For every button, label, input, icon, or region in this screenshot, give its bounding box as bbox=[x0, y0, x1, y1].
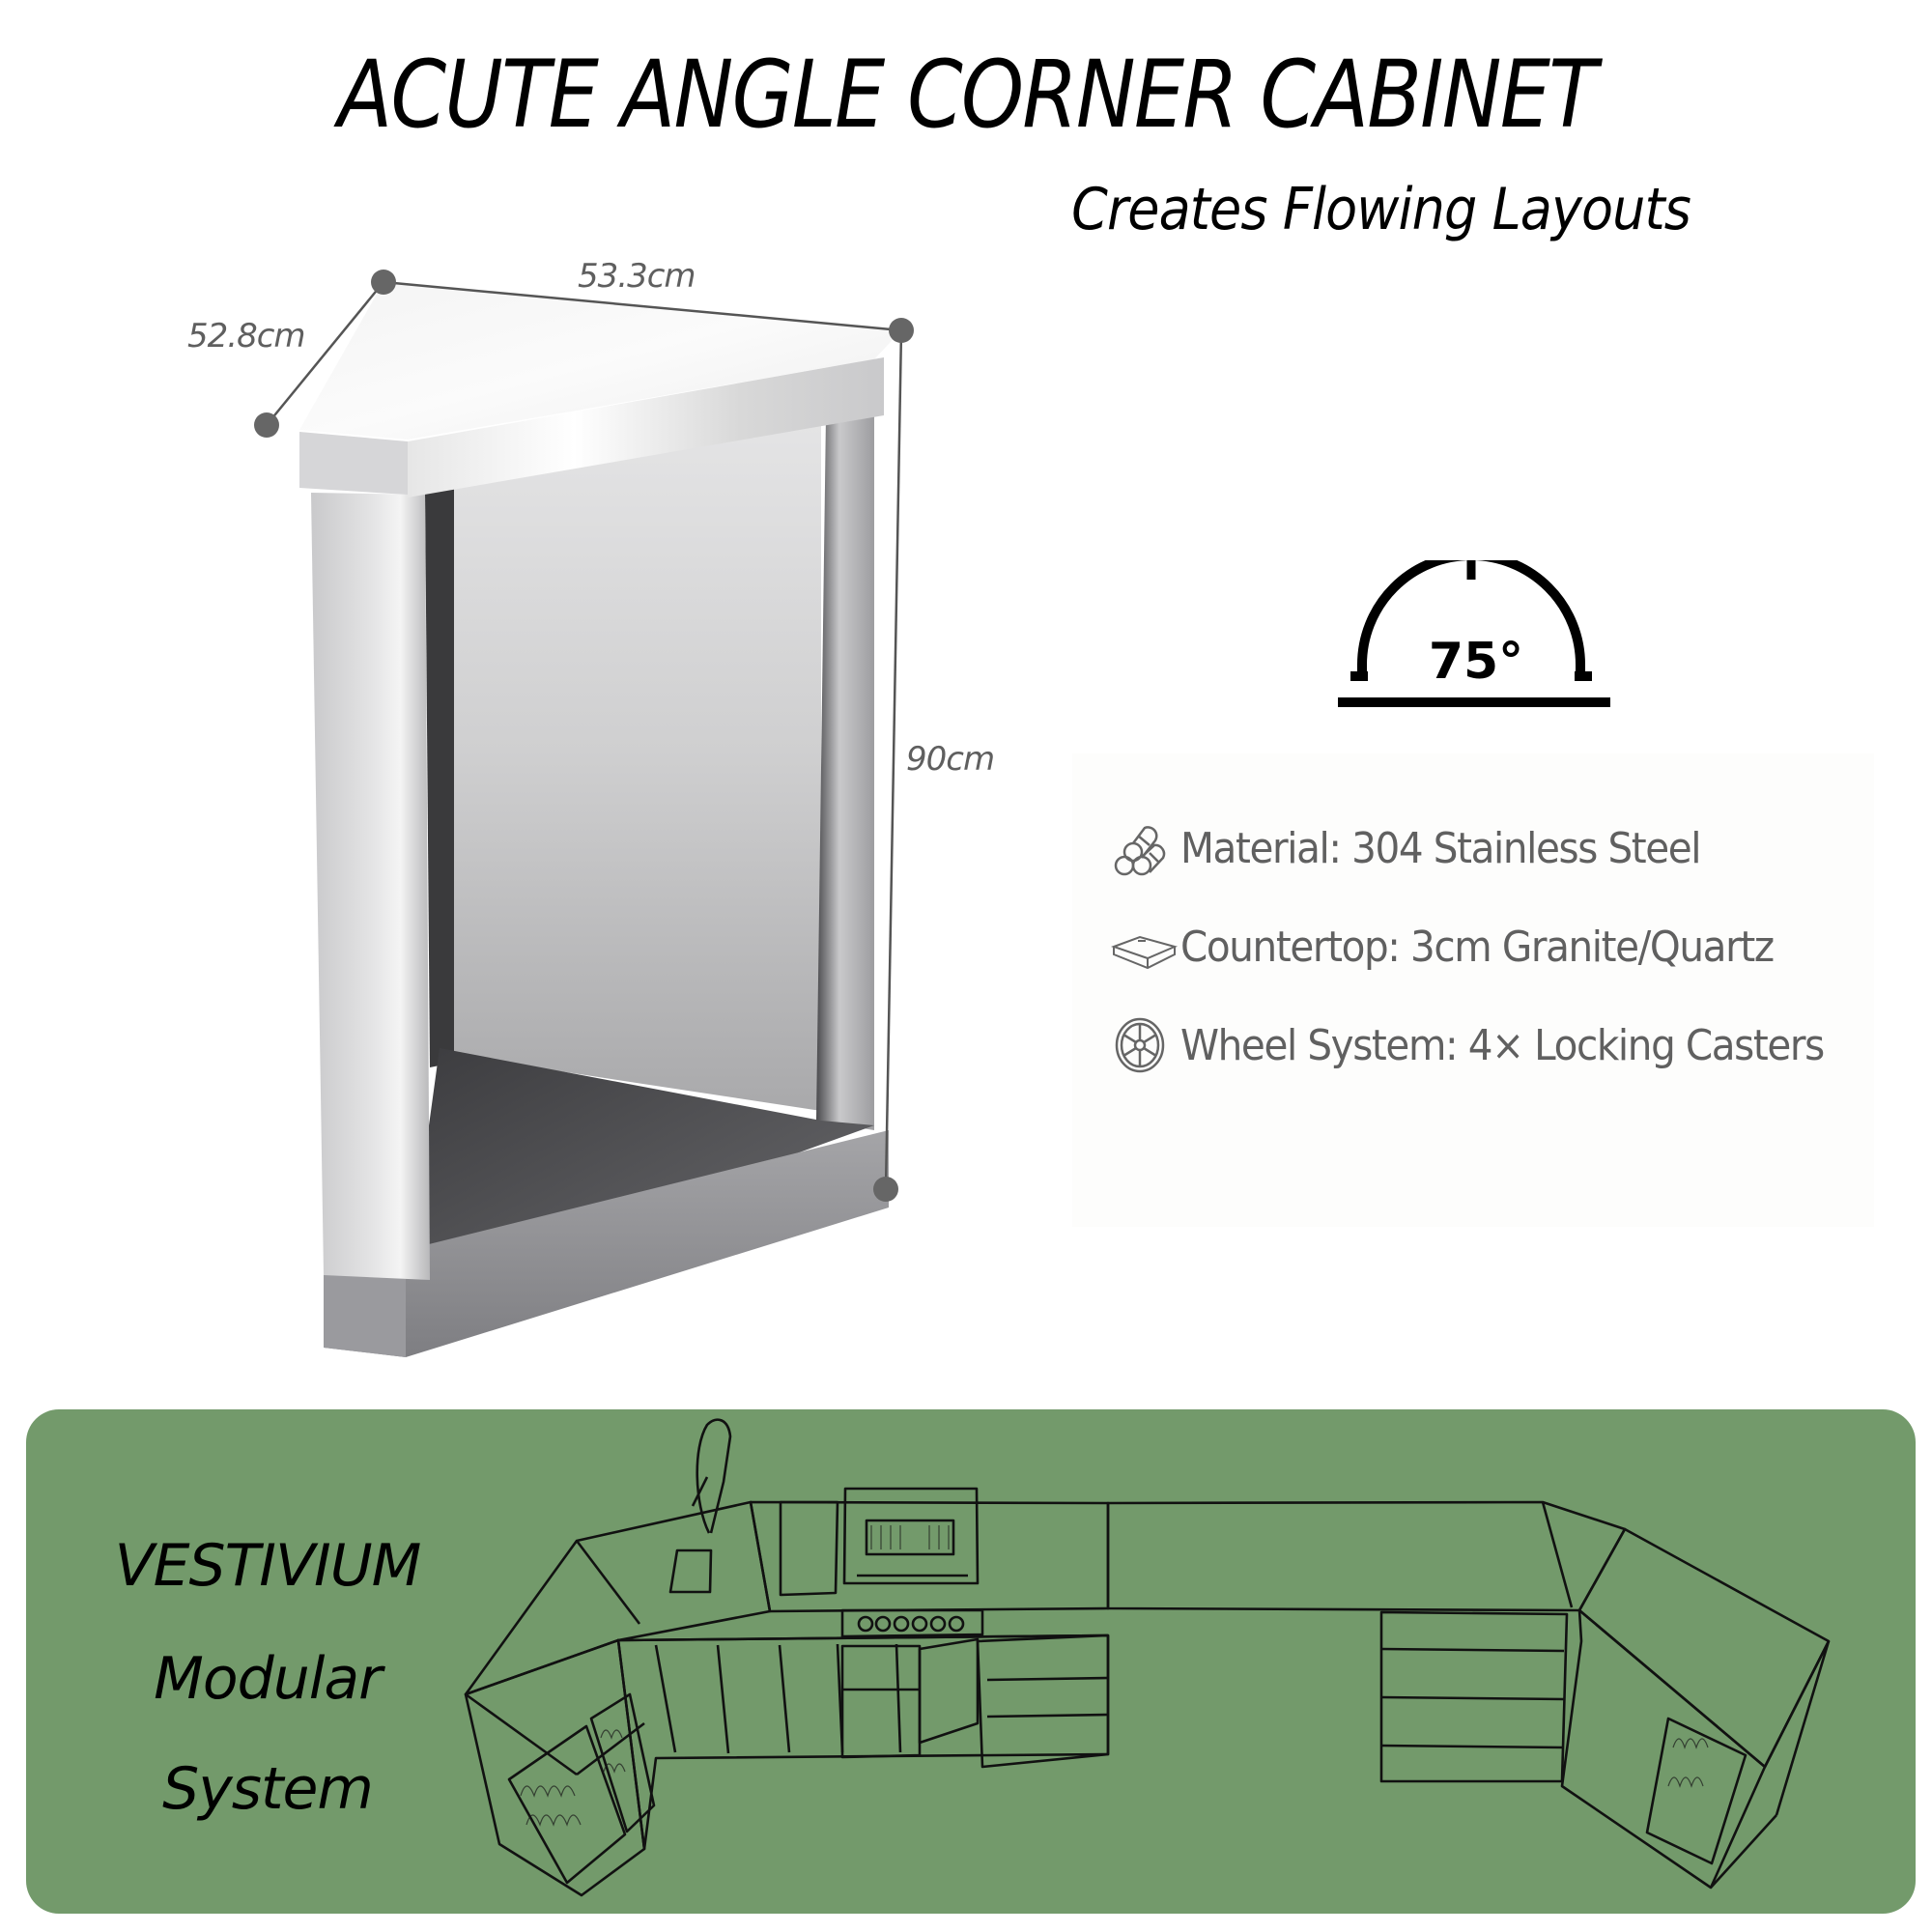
feature-countertop: Countertop: 3cm Granite/Quartz bbox=[1111, 918, 1825, 976]
feature-wheels: Wheel System: 4× Locking Casters bbox=[1111, 1016, 1880, 1074]
dimension-dot bbox=[889, 318, 914, 343]
page-title: ACUTE ANGLE CORNER CABINET bbox=[337, 41, 1598, 149]
depth-label: 52.8cm bbox=[187, 317, 306, 355]
depth-dimension-line bbox=[266, 281, 384, 426]
brand-line-modular: Modular bbox=[154, 1645, 383, 1713]
outdoor-kitchen-illustration bbox=[464, 1418, 1831, 1897]
corner-cabinet-image bbox=[254, 270, 914, 1357]
width-dimension-line bbox=[383, 280, 902, 332]
height-label: 90cm bbox=[906, 740, 995, 779]
width-label: 53.3cm bbox=[578, 257, 696, 296]
feature-label: Wheel System: 4× Locking Casters bbox=[1180, 1020, 1825, 1070]
feature-material: Material: 304 Stainless Steel bbox=[1111, 819, 1746, 877]
feature-list: Material: 304 Stainless Steel Countertop… bbox=[1072, 753, 1874, 1227]
brand-line-system: System bbox=[162, 1755, 374, 1823]
dimension-dot bbox=[873, 1177, 898, 1202]
feature-label: Material: 304 Stainless Steel bbox=[1180, 823, 1702, 873]
wheel-icon bbox=[1115, 1017, 1165, 1073]
brand-name: VESTIVIUM bbox=[114, 1532, 422, 1600]
page-subtitle: Creates Flowing Layouts bbox=[1071, 176, 1691, 243]
countertop-slab-icon bbox=[1111, 935, 1179, 970]
height-dimension-line bbox=[884, 329, 903, 1190]
stacked-pipes-icon bbox=[1114, 826, 1166, 876]
angle-value: 75° bbox=[1428, 633, 1524, 691]
feature-label: Countertop: 3cm Granite/Quartz bbox=[1180, 922, 1775, 972]
dimension-dot bbox=[371, 270, 396, 295]
dimension-dot bbox=[254, 412, 279, 438]
product-illustration: 53.3cm 52.8cm 90cm bbox=[0, 0, 1063, 1381]
modular-system-banner: VESTIVIUM Modular System bbox=[26, 1409, 1916, 1914]
